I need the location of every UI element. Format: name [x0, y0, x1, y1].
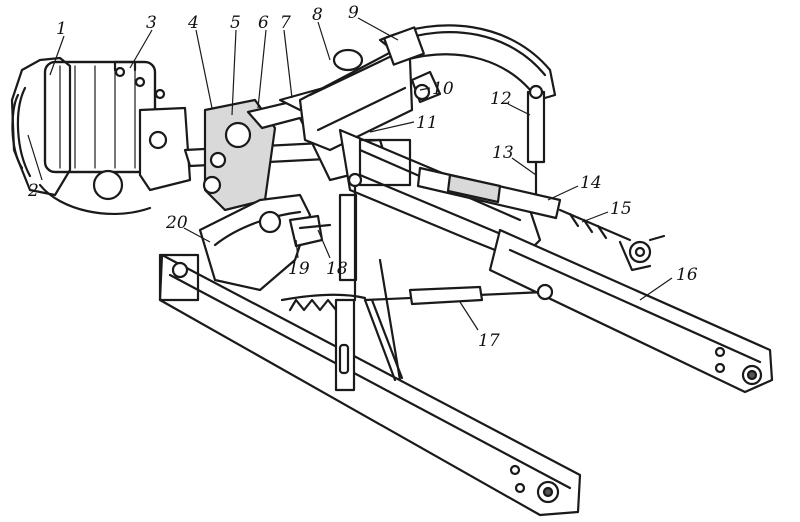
callout-8: 8 — [312, 5, 323, 25]
callout-7: 7 — [280, 13, 291, 33]
callout-11: 11 — [416, 113, 438, 133]
callout-leaders — [27, 17, 673, 331]
callout-1: 1 — [56, 19, 67, 39]
right-lower-link — [488, 228, 774, 394]
bearing-bracket — [198, 193, 332, 292]
right-lift-rod — [526, 84, 546, 207]
ram-cylinder — [298, 48, 414, 152]
left-lower-link — [158, 253, 582, 517]
callout-15: 15 — [610, 199, 632, 219]
sway-chains — [280, 258, 554, 382]
callout-3: 3 — [146, 13, 157, 33]
left-lift-rod — [334, 172, 363, 392]
callout-6: 6 — [258, 13, 269, 33]
callout-14: 14 — [580, 173, 602, 193]
callout-5: 5 — [230, 13, 241, 33]
curved-lift-arm — [378, 24, 557, 104]
callout-19: 19 — [288, 259, 310, 279]
callout-4: 4 — [187, 13, 199, 33]
callout-12: 12 — [490, 89, 512, 109]
callout-9: 9 — [348, 3, 359, 23]
top-link-turnbuckle — [416, 166, 666, 272]
hydraulic-cylinder — [10, 56, 192, 215]
callout-17: 17 — [478, 331, 500, 351]
callout-20: 20 — [165, 213, 188, 233]
callout-labels: 1 2 3 4 5 6 7 8 9 10 11 12 13 14 15 16 1… — [27, 3, 698, 351]
callout-10: 10 — [432, 79, 454, 99]
callout-13: 13 — [492, 143, 514, 163]
callout-16: 16 — [676, 265, 698, 285]
callout-18: 18 — [326, 259, 348, 279]
callout-2: 2 — [27, 181, 39, 201]
